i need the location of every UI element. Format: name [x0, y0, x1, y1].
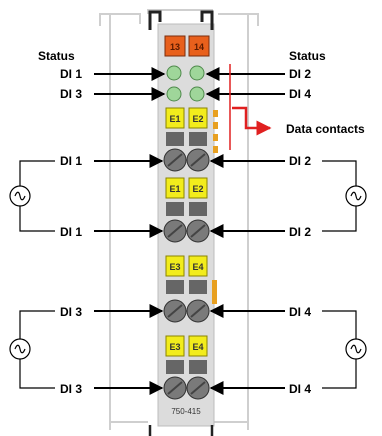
input-label-right-1: DI 2	[289, 154, 311, 168]
led-di1	[166, 65, 182, 81]
input-label-right-2: DI 2	[289, 225, 311, 239]
ac-source-icon	[9, 185, 31, 207]
data-contacts-label: Data contacts	[286, 122, 365, 136]
led-label-di1: DI 1	[60, 67, 82, 81]
terminal-block-4	[163, 335, 210, 400]
bottom-clip	[148, 425, 214, 436]
ac-source-icon	[9, 338, 31, 360]
top-terminal-13-label: 13	[170, 42, 180, 52]
led-label-di4: DI 4	[289, 87, 311, 101]
input-label-left-2: DI 1	[60, 225, 82, 239]
top-terminal-13	[164, 35, 186, 57]
tag-e4-a: E4	[192, 262, 203, 272]
tag-e3-b: E3	[169, 342, 180, 352]
led-di3	[166, 86, 182, 102]
data-contacts-arrow	[232, 106, 272, 136]
top-terminal-14	[188, 35, 210, 57]
input-label-left-3: DI 3	[60, 305, 82, 319]
led-di2	[189, 65, 205, 81]
top-clip	[148, 10, 214, 30]
input-label-left-4: DI 3	[60, 382, 82, 396]
housing-outline	[99, 9, 259, 430]
terminal-block-3	[163, 255, 210, 323]
led-label-di2: DI 2	[289, 67, 311, 81]
terminal-block-1	[163, 107, 210, 172]
top-terminal-14-label: 14	[194, 42, 204, 52]
ac-source-icon	[345, 185, 367, 207]
input-label-right-4: DI 4	[289, 382, 311, 396]
input-label-right-3: DI 4	[289, 305, 311, 319]
led-di4	[189, 86, 205, 102]
data-contact-pins	[212, 110, 218, 304]
tag-e2-a: E2	[192, 114, 203, 124]
ac-source-icon	[345, 338, 367, 360]
tag-e3-a: E3	[169, 262, 180, 272]
status-label-right: Status	[289, 49, 326, 63]
module-number: 750-415	[171, 407, 201, 416]
tag-e1-b: E1	[169, 184, 180, 194]
tag-e2-b: E2	[192, 184, 203, 194]
tag-e4-b: E4	[192, 342, 203, 352]
tag-e1-a: E1	[169, 114, 180, 124]
led-label-di3: DI 3	[60, 87, 82, 101]
input-label-left-1: DI 1	[60, 154, 82, 168]
terminal-block-2	[163, 177, 210, 243]
status-label-left: Status	[38, 49, 75, 63]
